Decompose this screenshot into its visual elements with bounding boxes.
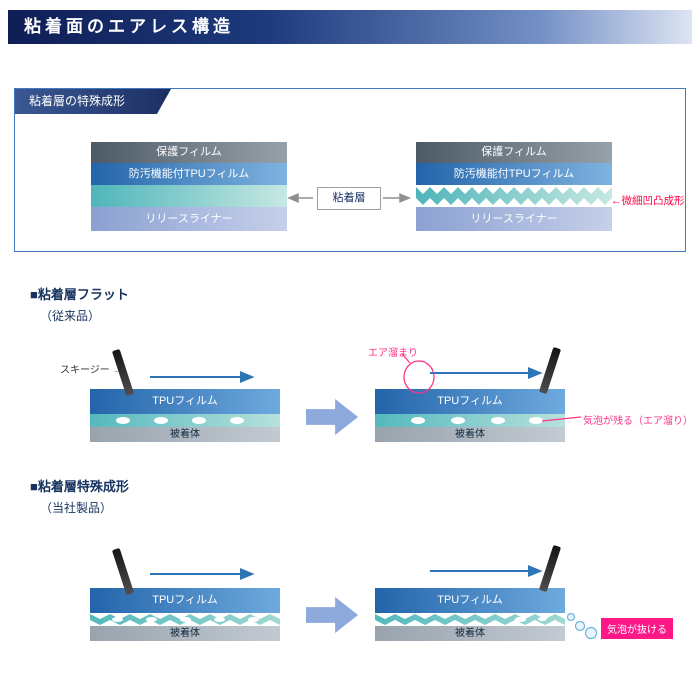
air-bubble bbox=[451, 417, 465, 424]
layer-stack-textured: 保護フィルム 防汚機能付TPUフィルム リリースライナー bbox=[416, 142, 612, 231]
air-bubble bbox=[515, 617, 526, 622]
page-title: 粘着面のエアレス構造 bbox=[24, 17, 234, 36]
section-flat-subheading: （従来品） bbox=[40, 309, 101, 323]
section-flat-heading: ■粘着層フラット bbox=[30, 287, 129, 302]
layer-tpu-film: 防汚機能付TPUフィルム bbox=[91, 163, 287, 185]
adhesive-wave-graphic bbox=[416, 187, 612, 205]
air-bubble bbox=[491, 417, 505, 424]
tpu-film-layer: TPUフィルム bbox=[90, 389, 280, 414]
film-block-special-after: TPUフィルム 被着体 bbox=[375, 588, 565, 641]
adhesive-wave-path bbox=[375, 614, 565, 625]
layer-stack-flat: 保護フィルム 防汚機能付TPUフィルム リリースライナー bbox=[91, 142, 287, 231]
air-bubble bbox=[411, 417, 425, 424]
page-title-bar: 粘着面のエアレス構造 bbox=[8, 10, 692, 44]
air-bubble bbox=[214, 617, 225, 622]
layer-protective-film: 保護フィルム bbox=[416, 142, 612, 163]
air-bubble bbox=[192, 417, 206, 424]
squeegee bbox=[538, 544, 562, 593]
squeegee-label: スキージー → bbox=[60, 365, 123, 376]
air-bubble bbox=[529, 417, 543, 424]
air-bubble bbox=[146, 617, 157, 622]
transition-arrow bbox=[306, 399, 358, 435]
substrate-layer: 被着体 bbox=[375, 626, 565, 641]
special-forming-panel: 粘着層の特殊成形 保護フィルム 防汚機能付TPUフィルム リリースライナー 粘着… bbox=[14, 88, 686, 252]
bubble-escapes-badge: 気泡が抜ける bbox=[601, 618, 673, 639]
layer-adhesive-textured bbox=[416, 185, 612, 207]
tpu-film-layer: TPUフィルム bbox=[90, 588, 280, 613]
texture-annotation: ←微細凹凸成形 bbox=[611, 195, 685, 207]
layer-adhesive-flat bbox=[91, 185, 287, 207]
transition-arrow bbox=[306, 597, 358, 633]
substrate-layer: 被着体 bbox=[375, 427, 565, 442]
air-bubble bbox=[154, 417, 168, 424]
squeegee bbox=[538, 346, 562, 395]
air-pocket-label: エア溜まり bbox=[368, 348, 418, 359]
film-block-special-before: TPUフィルム 被着体 bbox=[90, 588, 280, 641]
section-special-heading: ■粘着層特殊成形 bbox=[30, 479, 129, 494]
bubble-remains-note: 気泡が残る（エア溜り） bbox=[583, 416, 693, 427]
adhesive-layer-label: 粘着層 bbox=[317, 187, 381, 210]
air-bubble bbox=[248, 617, 259, 622]
layer-protective-film: 保護フィルム bbox=[91, 142, 287, 163]
air-pocket-circle bbox=[401, 353, 435, 394]
air-bubble bbox=[116, 417, 130, 424]
layer-release-liner: リリースライナー bbox=[91, 207, 287, 231]
escaping-bubbles bbox=[566, 612, 598, 640]
adhesive-layer-wavy bbox=[375, 613, 565, 626]
film-block-flat-before: TPUフィルム 被着体 bbox=[90, 389, 280, 442]
panel-badge: 粘着層の特殊成形 bbox=[15, 89, 171, 114]
film-block-flat-after: TPUフィルム 被着体 bbox=[375, 389, 565, 442]
adhesive-layer bbox=[375, 414, 565, 427]
section-special-subheading: （当社製品） bbox=[40, 501, 113, 515]
adhesive-wave-path bbox=[416, 187, 612, 205]
tpu-film-layer: TPUフィルム bbox=[375, 389, 565, 414]
air-bubble bbox=[230, 417, 244, 424]
adhesive-layer bbox=[90, 414, 280, 427]
layer-tpu-film: 防汚機能付TPUフィルム bbox=[416, 163, 612, 185]
air-bubble bbox=[538, 617, 547, 621]
adhesive-wave-graphic bbox=[375, 614, 565, 625]
air-bubble bbox=[180, 617, 191, 622]
layer-release-liner: リリースライナー bbox=[416, 207, 612, 231]
substrate-layer: 被着体 bbox=[90, 626, 280, 641]
adhesive-layer-wavy bbox=[90, 613, 280, 626]
substrate-layer: 被着体 bbox=[90, 427, 280, 442]
tpu-film-layer: TPUフィルム bbox=[375, 588, 565, 613]
air-bubble bbox=[112, 617, 123, 622]
